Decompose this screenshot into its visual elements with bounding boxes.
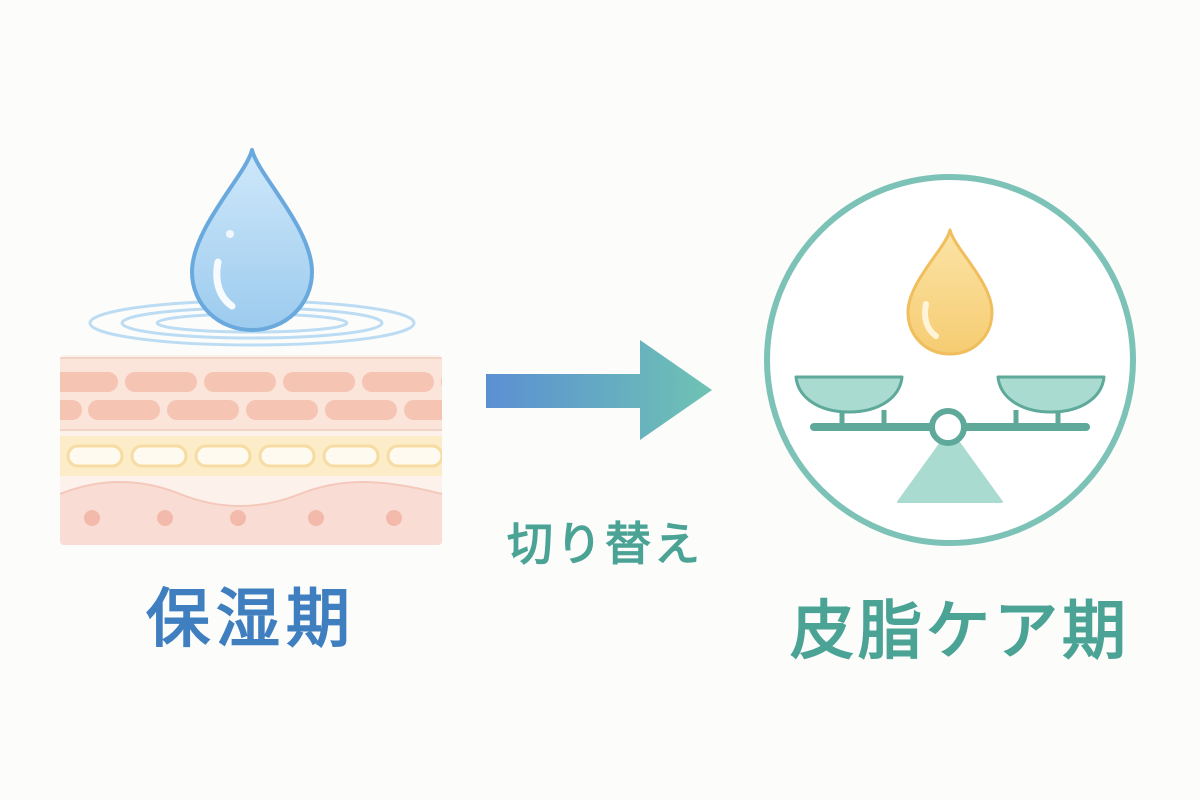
switch-label: 切り替え <box>507 517 703 571</box>
dermis-dots <box>84 510 402 526</box>
skin-cells-row <box>60 372 442 392</box>
balance-scale-icon <box>764 174 1136 546</box>
skin-layers-icon <box>60 148 442 545</box>
lipid-cells-row <box>66 444 442 468</box>
circle-frame <box>764 174 1136 546</box>
moisture-phase-label: 保湿期 <box>146 583 356 657</box>
arrow-right-icon <box>486 340 712 440</box>
sebum-care-phase-label: 皮脂ケア期 <box>790 595 1130 669</box>
oil-drop-icon <box>906 228 994 356</box>
skin-cells-row <box>60 400 442 420</box>
water-drop-icon <box>190 148 314 332</box>
